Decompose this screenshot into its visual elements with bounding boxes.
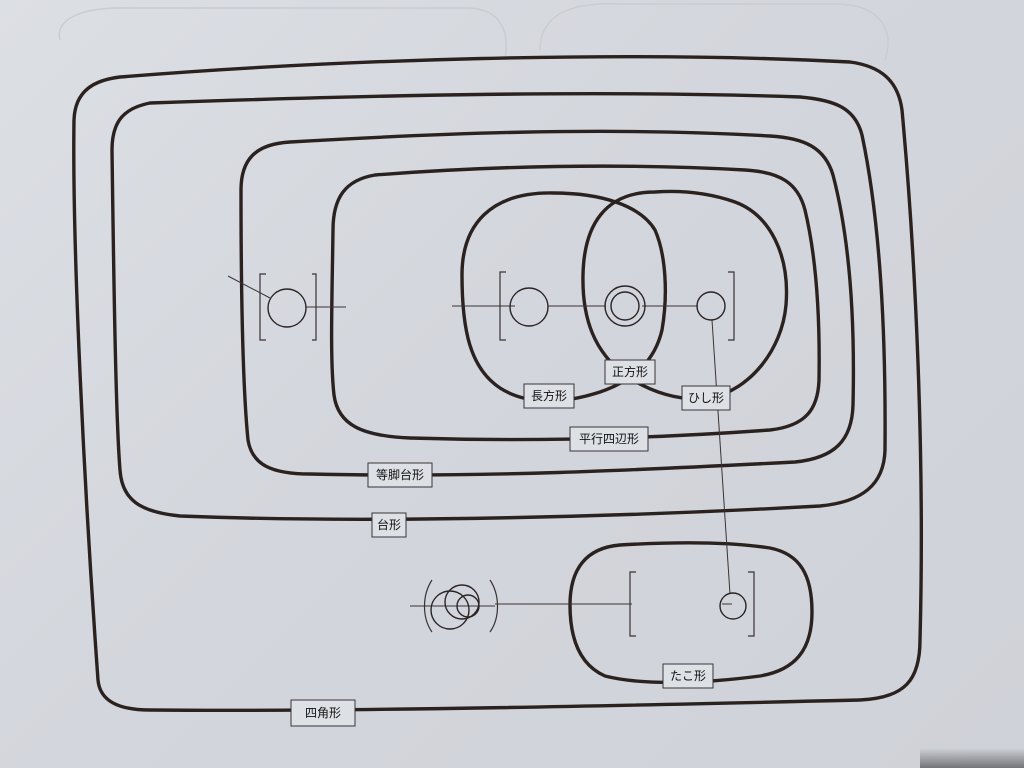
isosceles-trapezoid-node-icon — [267, 288, 307, 328]
label-quadrilateral: 四角形 — [290, 699, 356, 727]
label-rectangle-text: 長方形 — [531, 388, 567, 403]
kite-bracket-right — [748, 571, 755, 637]
quadrilateral-region — [72, 55, 924, 713]
quadrilateral-node-c-icon — [456, 594, 480, 618]
label-trapezoid-text: 台形 — [377, 517, 401, 532]
rhombus-node-icon — [696, 291, 726, 321]
label-rectangle: 長方形 — [523, 383, 575, 409]
label-rhombus-text: ひし形 — [688, 391, 724, 405]
label-square-text: 正方形 — [612, 364, 648, 379]
label-quadrilateral-box — [290, 699, 356, 727]
label-isosceles-trapezoid-box — [367, 462, 433, 488]
quadrilateral-bracket-left — [423, 579, 433, 633]
parallelogram-bracket-left — [499, 271, 506, 341]
kite-region — [568, 541, 814, 685]
kite-bracket-left — [629, 571, 636, 637]
label-kite-box — [662, 663, 714, 689]
label-square: 正方形 — [604, 359, 656, 385]
label-kite: たこ形 — [662, 663, 714, 689]
quadrilateral-node-a-icon — [430, 590, 470, 630]
isosceles-trapezoid-connector — [227, 275, 271, 299]
photo-edge-shadow — [920, 748, 1024, 768]
kite-node-icon — [719, 592, 747, 620]
parallelogram-region — [329, 164, 821, 442]
label-quadrilateral-text: 四角形 — [305, 706, 341, 720]
rectangle-region — [460, 191, 668, 403]
label-trapezoid: 台形 — [371, 512, 407, 538]
rhombus-kite-link — [711, 319, 731, 595]
trapezoid-region — [110, 91, 887, 521]
label-kite-text: たこ形 — [670, 669, 706, 683]
quadrilateral-bracket-right — [489, 579, 499, 633]
isosceles-trapezoid-region — [239, 129, 856, 477]
isosceles-trapezoid-bracket-right — [312, 273, 317, 341]
ghost-outline-left — [58, 7, 507, 61]
label-parallelogram-text: 平行四辺形 — [579, 432, 639, 446]
parallelogram-bracket-right — [728, 271, 735, 341]
label-isosceles-trapezoid-text: 等脚台形 — [376, 467, 424, 482]
square-node-outer-icon — [604, 285, 646, 327]
square-node-inner-icon — [610, 291, 640, 321]
label-parallelogram: 平行四辺形 — [569, 426, 649, 452]
label-parallelogram-box — [569, 426, 649, 452]
quadrilateral-node-b-icon — [444, 584, 480, 620]
label-rectangle-box — [523, 383, 575, 409]
isosceles-trapezoid-bracket-left — [259, 273, 266, 341]
label-trapezoid-box — [371, 512, 407, 538]
rectangle-node-icon — [509, 287, 549, 327]
ghost-outline-right — [539, 2, 889, 61]
label-isosceles-trapezoid: 等脚台形 — [367, 462, 433, 488]
label-square-box — [604, 359, 656, 385]
label-rhombus: ひし形 — [681, 385, 731, 411]
label-rhombus-box — [681, 385, 731, 411]
